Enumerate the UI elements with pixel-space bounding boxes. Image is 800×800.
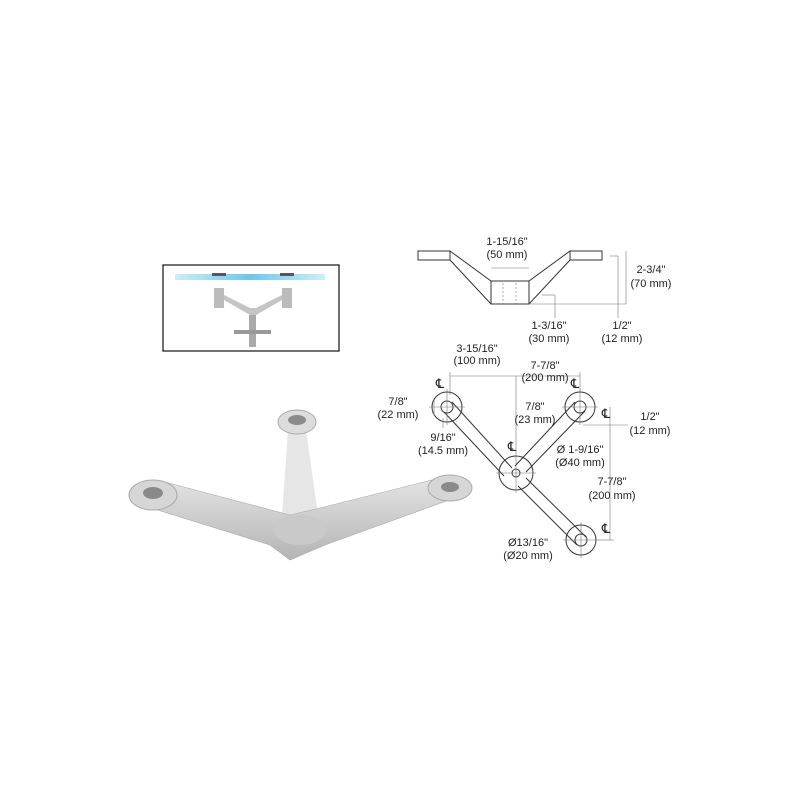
spider-fitting-photo (128, 409, 473, 561)
dim-hole-diameter: Ø13/16" (508, 537, 548, 549)
centerline-symbol: ℄ (601, 521, 611, 536)
dim-height: 2-3/4" (637, 264, 666, 276)
centerline-symbol: ℄ (570, 376, 580, 391)
glass-panel (175, 274, 325, 280)
inset-spider (224, 295, 282, 315)
dim-width-top-mm: (50 mm) (487, 249, 528, 261)
dim-ring-inner: 9/16" (430, 432, 455, 444)
dim-hub-height: 1-3/16" (531, 320, 566, 332)
installation-inset (162, 264, 340, 352)
dim-offset-horizontal: 3-15/16" (456, 343, 497, 355)
dim-ring-outer: 7/8" (388, 396, 407, 408)
dim-arm-width-mm: (23 mm) (515, 414, 556, 426)
dim-span-vertical: 7-7/8" (598, 476, 627, 488)
centerline-symbol: ℄ (435, 376, 445, 391)
dim-height-mm: (70 mm) (631, 278, 672, 290)
dim-width-top: 1-15/16" (486, 236, 527, 248)
dim-offset-horizontal-mm: (100 mm) (453, 355, 500, 367)
dim-hub-height-mm: (30 mm) (529, 333, 570, 345)
dim-arm-thickness: 1/2" (612, 320, 631, 332)
dim-span-vertical-mm: (200 mm) (588, 490, 635, 502)
dim-arm-thickness-mm: (12 mm) (602, 333, 643, 345)
dim-ring-inner-mm: (14.5 mm) (418, 445, 468, 457)
dim-span-horizontal: 7-7/8" (531, 360, 560, 372)
side-view-drawing: 1-15/16" (50 mm) 2-3/4" (70 mm) 1-3/16" … (417, 236, 672, 345)
centerline-symbol: ℄ (601, 406, 611, 421)
plan-view-drawing: 3-15/16" (100 mm) 7-7/8" (200 mm) 7/8" (… (378, 343, 671, 562)
fitting-left (214, 288, 224, 308)
dim-ring-outer-mm: (22 mm) (378, 409, 419, 421)
dim-hub-diameter-mm: (Ø40 mm) (555, 457, 605, 469)
dim-span-horizontal-mm: (200 mm) (521, 372, 568, 384)
centerline-symbol: ℄ (507, 439, 517, 454)
dim-offset-vertical-mm: (12 mm) (630, 425, 671, 437)
dim-offset-vertical: 1/2" (640, 411, 659, 423)
dim-arm-width: 7/8" (525, 401, 544, 413)
fitting-right (282, 288, 292, 308)
dim-hub-diameter: Ø 1-9/16" (557, 444, 604, 456)
dim-hole-diameter-mm: (Ø20 mm) (503, 550, 553, 562)
